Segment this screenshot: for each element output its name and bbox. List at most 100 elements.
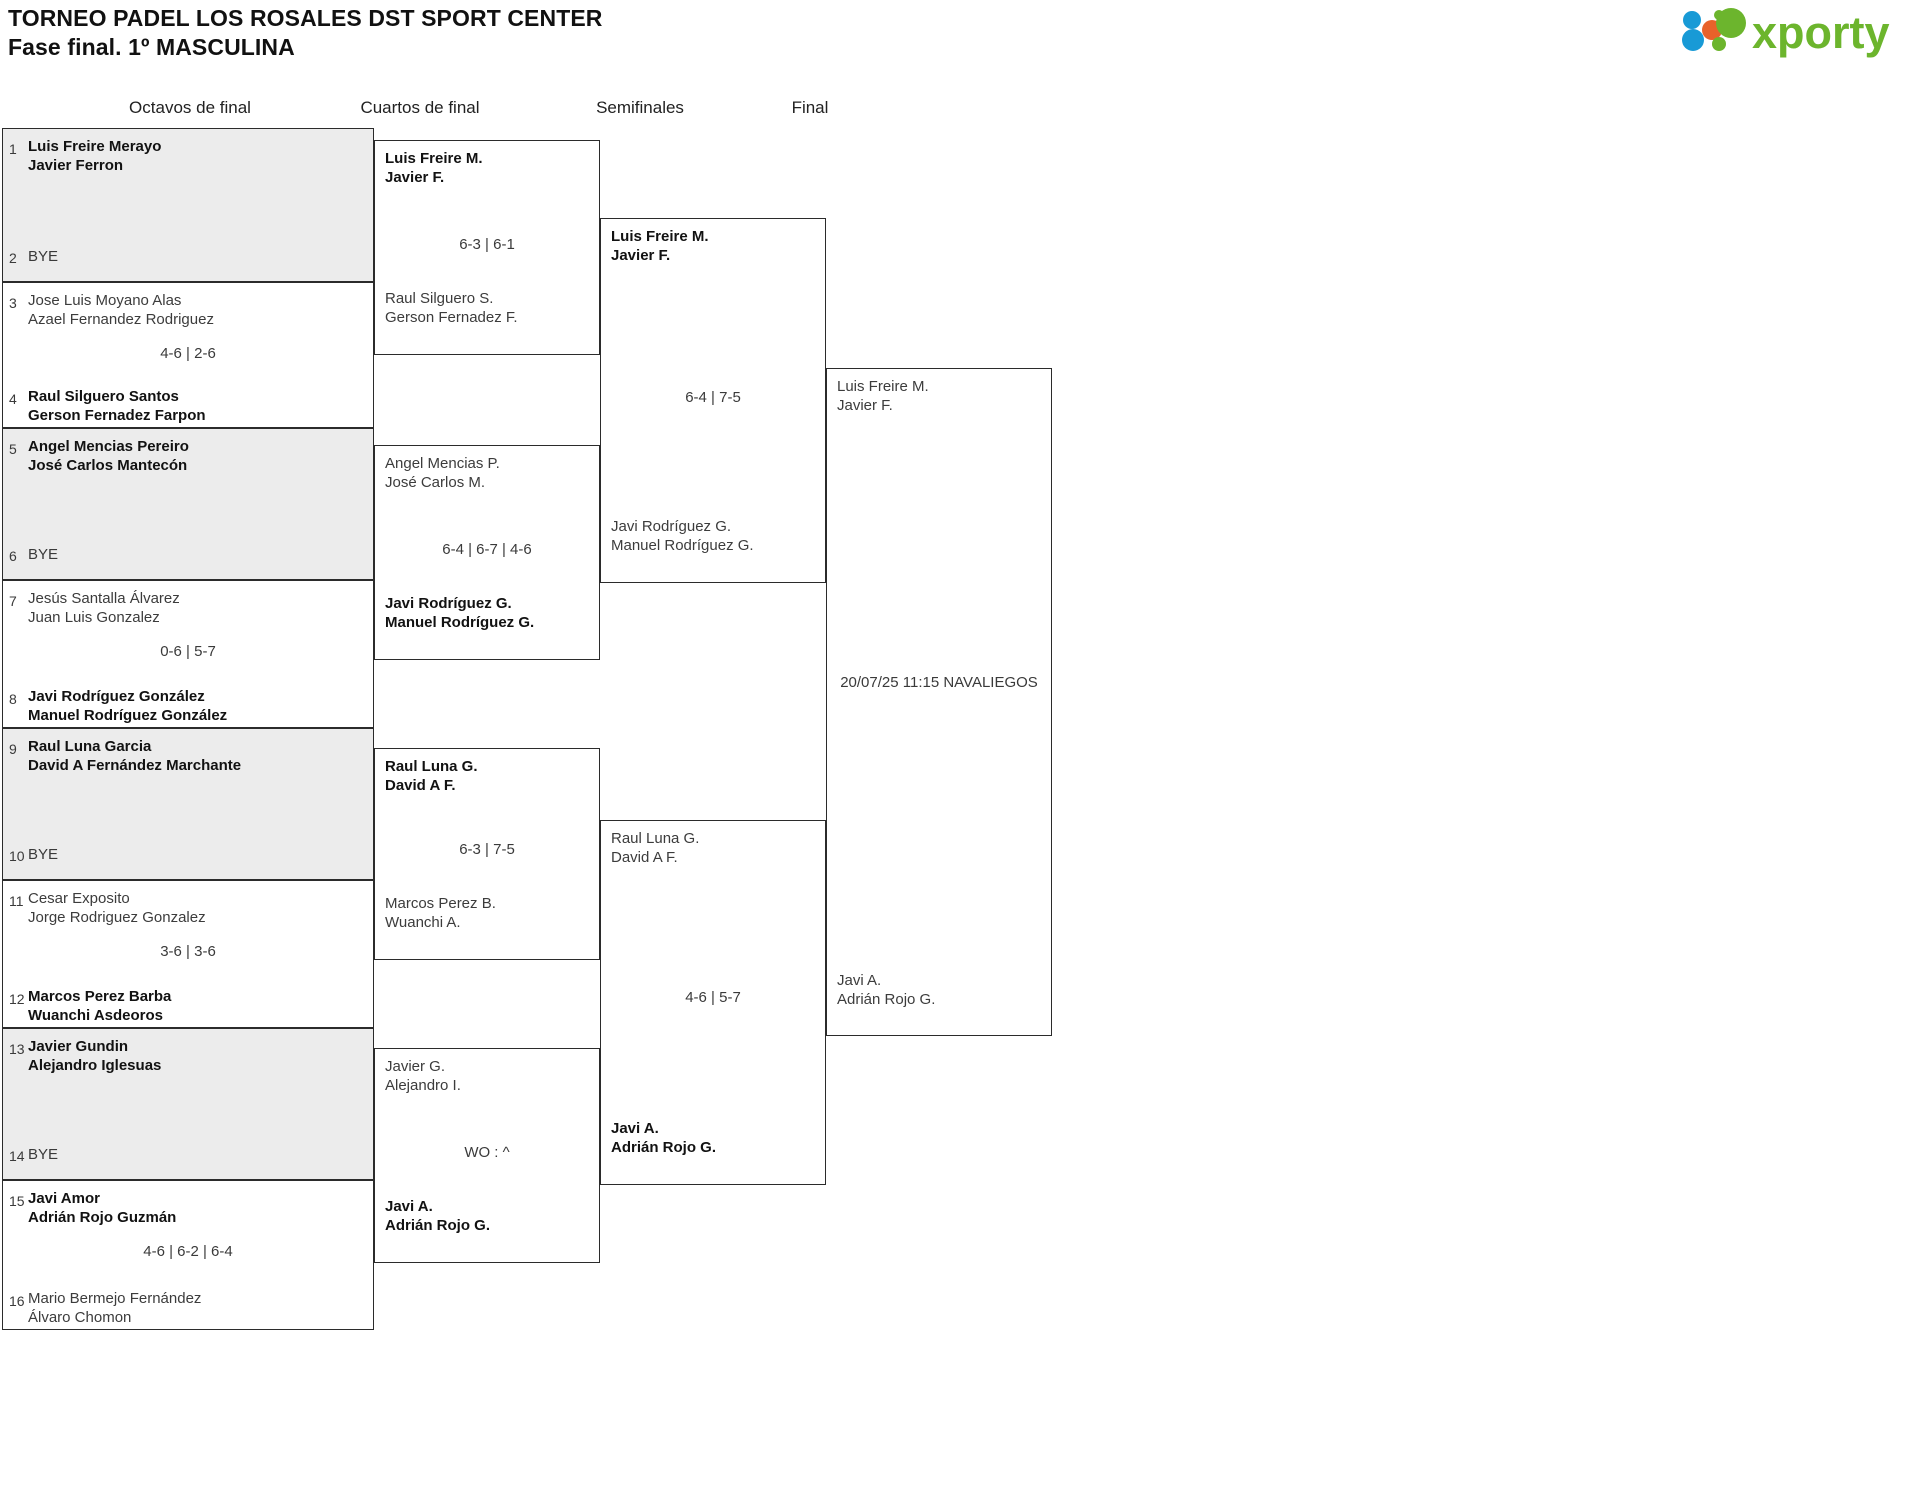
- player-name: David A F.: [385, 777, 456, 794]
- player-name: Wuanchi Asdeoros: [28, 1007, 164, 1024]
- player-name: Luis Freire M.: [611, 228, 709, 245]
- player-name: Javi Rodríguez González: [28, 688, 205, 705]
- qf-team-2: Raul Silguero S. Gerson Fernadez F.: [385, 289, 593, 327]
- seed-number: 10: [9, 848, 25, 864]
- bye-label: BYE: [28, 248, 59, 265]
- qf-match-3[interactable]: Raul Luna G. David A F. 6-3 | 7-5 Marcos…: [374, 748, 600, 960]
- seed-number: 15: [9, 1193, 25, 1209]
- qf-team-2: Marcos Perez B. Wuanchi A.: [385, 894, 593, 932]
- qf-match-2[interactable]: Angel Mencias P. José Carlos M. 6-4 | 6-…: [374, 445, 600, 660]
- r16-match-5[interactable]: 9 Raul Luna Garcia David A Fernández Mar…: [2, 728, 374, 880]
- player-name: Javi Rodríguez G.: [611, 518, 732, 535]
- player-name: Javier F.: [611, 247, 671, 264]
- r16-match-4[interactable]: 7 Jesús Santalla Álvarez Juan Luis Gonza…: [2, 580, 374, 728]
- player-name: Mario Bermejo Fernández: [28, 1290, 202, 1307]
- qf-team-1: Javier G. Alejandro I.: [385, 1057, 593, 1095]
- qf-score: 6-3 | 7-5: [459, 841, 515, 858]
- seed-number: 2: [9, 250, 17, 266]
- sf-score: 4-6 | 5-7: [685, 989, 741, 1006]
- logo-dots: [1682, 8, 1746, 51]
- final-team-1: Luis Freire M. Javier F.: [837, 377, 1045, 415]
- r16-match-6[interactable]: 11 Cesar Exposito Jorge Rodriguez Gonzal…: [2, 880, 374, 1028]
- player-name: Jesús Santalla Álvarez: [28, 590, 180, 607]
- player-name: Jose Luis Moyano Alas: [28, 292, 182, 309]
- player-name: Wuanchi A.: [385, 914, 461, 931]
- sf-team-1: Raul Luna G. David A F.: [611, 829, 819, 867]
- sf-team-2: Javi Rodríguez G. Manuel Rodríguez G.: [611, 517, 819, 555]
- tournament-subtitle: Fase final. 1º MASCULINA: [8, 34, 295, 60]
- qf-team-1: Angel Mencias P. José Carlos M.: [385, 454, 593, 492]
- r16-team-1: Jesús Santalla Álvarez Juan Luis Gonzale…: [28, 589, 367, 627]
- qf-team-2: Javi A. Adrián Rojo G.: [385, 1197, 593, 1235]
- sf-match-2[interactable]: Raul Luna G. David A F. 4-6 | 5-7 Javi A…: [600, 820, 826, 1185]
- player-name: Luis Freire M.: [837, 378, 929, 395]
- r16-team-1: Javi Amor Adrián Rojo Guzmán: [28, 1189, 367, 1227]
- seed-number: 12: [9, 991, 25, 1007]
- player-name: Javi Amor: [28, 1190, 100, 1207]
- r16-match-1[interactable]: 1 Luis Freire Merayo Javier Ferron 2 BYE: [2, 128, 374, 282]
- player-name: Javi A.: [837, 972, 882, 989]
- seed-number: 7: [9, 593, 17, 609]
- player-name: Juan Luis Gonzalez: [28, 609, 160, 626]
- seed-number: 9: [9, 741, 17, 757]
- player-name: Jorge Rodriguez Gonzalez: [28, 909, 206, 926]
- player-name: José Carlos Mantecón: [28, 457, 188, 474]
- sf-team-2: Javi A. Adrián Rojo G.: [611, 1119, 819, 1157]
- seed-number: 14: [9, 1148, 25, 1164]
- final-match[interactable]: Luis Freire M. Javier F. 20/07/25 11:15 …: [826, 368, 1052, 1036]
- player-name: Javier G.: [385, 1058, 446, 1075]
- sf-match-1[interactable]: Luis Freire M. Javier F. 6-4 | 7-5 Javi …: [600, 218, 826, 583]
- seed-number: 8: [9, 691, 17, 707]
- player-name: Luis Freire Merayo: [28, 138, 162, 155]
- player-name: Angel Mencias P.: [385, 455, 500, 472]
- logo-wordmark: xporty: [1752, 7, 1890, 58]
- r16-match-8[interactable]: 15 Javi Amor Adrián Rojo Guzmán 4-6 | 6-…: [2, 1180, 374, 1330]
- r16-match-3[interactable]: 5 Angel Mencias Pereiro José Carlos Mant…: [2, 428, 374, 580]
- r16-match-7[interactable]: 13 Javier Gundin Alejandro Iglesuas 14 B…: [2, 1028, 374, 1180]
- r16-match-2[interactable]: 3 Jose Luis Moyano Alas Azael Fernandez …: [2, 282, 374, 428]
- r16-team-1: Cesar Exposito Jorge Rodriguez Gonzalez: [28, 889, 367, 927]
- player-name: Azael Fernandez Rodriguez: [28, 311, 214, 328]
- qf-score: WO : ^: [464, 1144, 510, 1161]
- r16-team-1: Jose Luis Moyano Alas Azael Fernandez Ro…: [28, 291, 367, 329]
- player-name: Adrián Rojo G.: [837, 991, 936, 1008]
- qf-match-1[interactable]: Luis Freire M. Javier F. 6-3 | 6-1 Raul …: [374, 140, 600, 355]
- player-name: Raul Silguero S.: [385, 290, 494, 307]
- player-name: Raul Luna G.: [385, 758, 478, 775]
- r16-score: 4-6 | 6-2 | 6-4: [143, 1243, 233, 1260]
- tournament-title: TORNEO PADEL LOS ROSALES DST SPORT CENTE…: [8, 5, 603, 31]
- bye-label: BYE: [28, 1146, 59, 1163]
- title-block: TORNEO PADEL LOS ROSALES DST SPORT CENTE…: [8, 4, 603, 61]
- player-name: Raul Silguero Santos: [28, 388, 179, 405]
- r16-team-1: Javier Gundin Alejandro Iglesuas: [28, 1037, 367, 1075]
- player-name: Raul Luna G.: [611, 830, 700, 847]
- seed-number: 13: [9, 1041, 25, 1057]
- qf-match-4[interactable]: Javier G. Alejandro I. WO : ^ Javi A. Ad…: [374, 1048, 600, 1263]
- r16-team-2: Javi Rodríguez González Manuel Rodríguez…: [28, 687, 367, 725]
- player-name: Luis Freire M.: [385, 150, 483, 167]
- r16-score: 4-6 | 2-6: [160, 345, 216, 362]
- r16-team-2: BYE: [28, 1145, 367, 1164]
- player-name: Gerson Fernadez F.: [385, 309, 518, 326]
- r16-team-2: BYE: [28, 545, 367, 564]
- player-name: Gerson Fernadez Farpon: [28, 407, 206, 424]
- bye-label: BYE: [28, 546, 59, 563]
- seed-number: 6: [9, 548, 17, 564]
- player-name: Álvaro Chomon: [28, 1309, 132, 1326]
- player-name: Javier Gundin: [28, 1038, 129, 1055]
- round-heading-semifinales: Semifinales: [596, 98, 684, 117]
- round-heading-octavos: Octavos de final: [129, 98, 251, 117]
- seed-number: 4: [9, 391, 17, 407]
- r16-team-2: BYE: [28, 845, 367, 864]
- player-name: Javier Ferron: [28, 157, 124, 174]
- player-name: Raul Luna Garcia: [28, 738, 152, 755]
- player-name: Manuel Rodríguez G.: [611, 537, 754, 554]
- final-team-2: Javi A. Adrián Rojo G.: [837, 971, 1045, 1009]
- player-name: Javi A.: [385, 1198, 433, 1215]
- r16-team-2: Mario Bermejo Fernández Álvaro Chomon: [28, 1289, 367, 1327]
- final-schedule: 20/07/25 11:15 NAVALIEGOS: [840, 674, 1038, 691]
- player-name: Adrián Rojo Guzmán: [28, 1209, 177, 1226]
- round-heading-final: Final: [791, 98, 829, 117]
- player-name: Marcos Perez B.: [385, 895, 496, 912]
- r16-team-2: BYE: [28, 247, 367, 266]
